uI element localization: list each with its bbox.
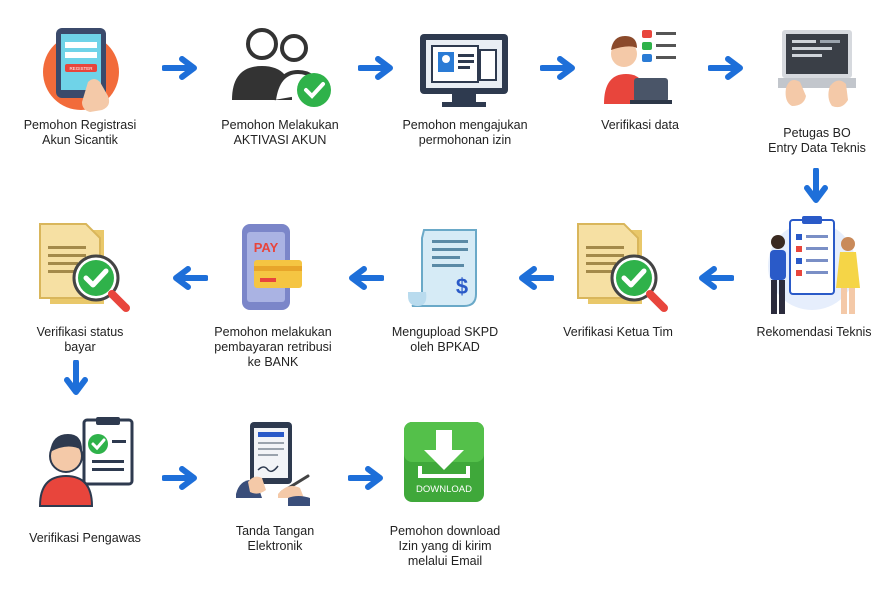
person-laptop-checklist-icon	[604, 30, 676, 104]
arrow-down-icon	[64, 360, 88, 395]
document-check-icon	[577, 223, 668, 312]
step-label: Petugas BO Entry Data Teknis	[768, 126, 866, 155]
step-label: Mengupload SKPD oleh BPKAD	[391, 325, 499, 354]
phone-pay-icon: PAY	[242, 224, 302, 310]
receipt-dollar-icon: $	[408, 229, 477, 307]
step-label: Pemohon melakukan pembayaran retribusi k…	[214, 325, 332, 369]
arrow-right-icon	[358, 56, 393, 80]
download-icon: DOWNLOAD	[404, 422, 484, 502]
laptop-typing-icon	[778, 30, 856, 108]
tablet-register-icon: REGISTER	[43, 28, 119, 112]
svg-text:$: $	[456, 274, 468, 299]
supervisor-check-icon	[38, 417, 134, 507]
arrow-right-icon	[162, 466, 197, 490]
step-label: Pemohon download Izin yang di kirim mela…	[389, 524, 501, 568]
pay-badge-text: PAY	[254, 240, 279, 255]
team-checklist-icon	[768, 216, 860, 314]
step-label: Pemohon mengajukan permohonan izin	[402, 118, 528, 147]
arrow-left-icon	[699, 266, 734, 290]
step-label: Verifikasi data	[601, 118, 679, 132]
arrow-left-icon	[349, 266, 384, 290]
tablet-signature-icon	[236, 422, 310, 506]
step-label: Rekomendasi Teknis	[756, 325, 872, 339]
step-label: Pemohon Melakukan AKTIVASI AKUN	[221, 118, 339, 147]
users-check-icon	[232, 28, 331, 107]
step-label: Tanda Tangan Elektronik	[235, 524, 315, 553]
step-label: Verifikasi Pengawas	[29, 531, 141, 545]
arrow-down-icon	[804, 168, 828, 203]
arrow-left-icon	[519, 266, 554, 290]
download-badge-text: DOWNLOAD	[416, 484, 472, 495]
arrow-left-icon	[173, 266, 208, 290]
arrow-right-icon	[540, 56, 575, 80]
monitor-application-icon	[420, 34, 508, 107]
step-label: Verifikasi Ketua Tim	[563, 325, 673, 339]
step-label: Pemohon Registrasi Akun Sicantik	[23, 118, 137, 147]
arrow-right-icon	[162, 56, 197, 80]
register-badge-text: REGISTER	[69, 66, 93, 71]
arrow-right-icon	[348, 466, 383, 490]
document-check-icon	[39, 223, 130, 312]
arrow-right-icon	[708, 56, 743, 80]
step-label: Verifikasi status bayar	[36, 325, 124, 354]
